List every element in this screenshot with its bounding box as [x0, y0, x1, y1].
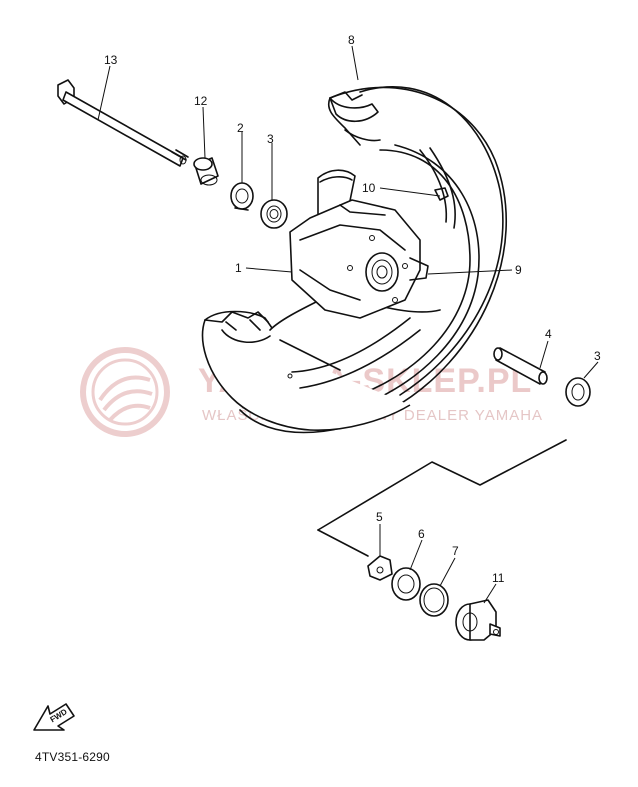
callout-13: 13 [104, 53, 118, 67]
callout-9: 9 [515, 263, 522, 277]
diagram-code: 4TV351-6290 [35, 750, 110, 764]
axle-part-13 [57, 79, 189, 167]
leader-lines [97, 45, 599, 604]
bearing-part-3-lower [565, 377, 591, 407]
bearing-part-3-upper [260, 199, 288, 229]
callout-3-lower: 3 [594, 349, 601, 363]
spacer-part-4 [493, 347, 548, 385]
callout-2: 2 [237, 121, 244, 135]
oil-seal-part-7 [419, 583, 449, 617]
callout-1: 1 [235, 261, 242, 275]
tire [201, 86, 508, 434]
wheel-hub [289, 169, 429, 319]
callout-7: 7 [452, 544, 459, 558]
clip-part-10 [434, 187, 449, 201]
callout-5: 5 [376, 510, 383, 524]
meter-drive-group-outline [317, 439, 567, 557]
callout-12: 12 [194, 94, 208, 108]
callout-10: 10 [362, 181, 376, 195]
clutch-part-6 [391, 567, 421, 601]
meter-gear-unit-part-11 [455, 599, 501, 641]
collar-part-12 [193, 157, 219, 186]
callout-labels: 1 2 3 4 3 5 6 7 8 9 10 11 12 13 [104, 33, 601, 585]
retainer-part-5 [367, 555, 393, 581]
callout-4: 4 [545, 327, 552, 341]
fwd-arrow-icon: FWD [33, 703, 75, 731]
callout-3-upper: 3 [267, 132, 274, 146]
callout-8: 8 [348, 33, 355, 47]
callout-6: 6 [418, 527, 425, 541]
callout-11: 11 [492, 571, 505, 585]
oil-seal-part-2 [230, 182, 254, 211]
watermark-logo [80, 347, 170, 437]
